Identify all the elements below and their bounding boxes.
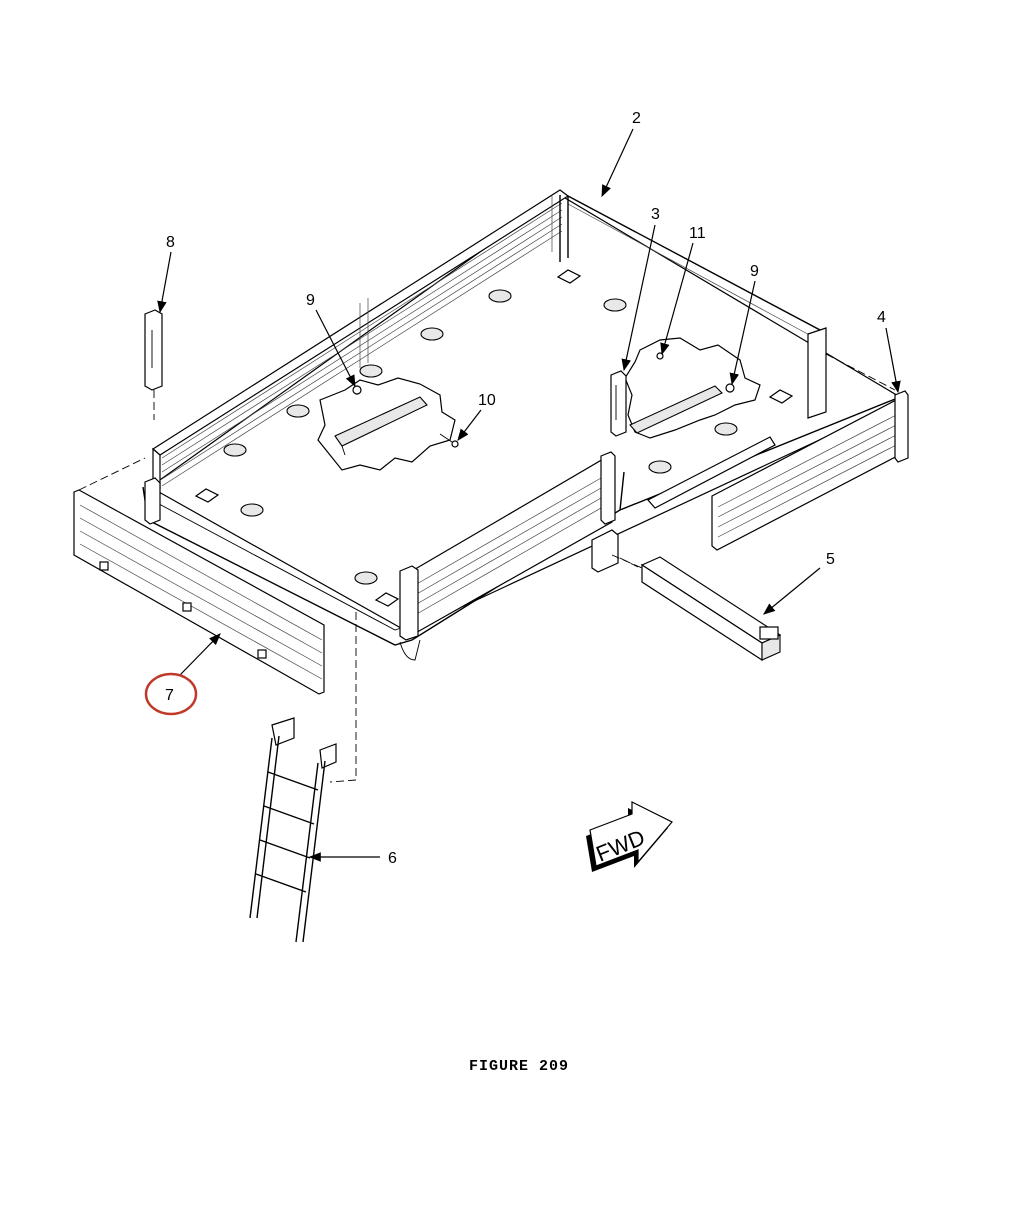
fwd-direction-arrow: FWD [586,801,673,872]
side-rack-left [73,457,325,695]
figure-caption: FIGURE 209 [469,1058,569,1075]
stake-post [144,309,163,420]
callout-9-left: 9 [306,292,315,309]
leader-lines [157,128,901,862]
tool-box [611,554,782,662]
callout-8: 8 [166,234,175,251]
floor-cutaway-right [624,337,761,439]
callout-numbers: 2 3 4 5 6 7 8 9 9 10 11 [165,110,886,867]
callout-3: 3 [651,206,660,223]
callout-6: 6 [388,850,397,867]
callout-11: 11 [689,225,706,242]
callout-7: 7 [165,687,174,704]
floor-access-plates [194,269,794,607]
callout-4: 4 [877,309,886,326]
floor-cutaway-left [317,377,459,471]
rear-wall-slats [414,473,609,616]
ladder [249,612,357,943]
side-rack-right [711,353,909,551]
callout-9-right: 9 [750,263,759,280]
callout-5: 5 [826,551,835,568]
callout-2: 2 [632,110,641,127]
callout-10: 10 [478,392,496,409]
highlight-circle [144,672,198,716]
cargo-bed [142,189,907,661]
front-wall-slats [161,196,563,487]
